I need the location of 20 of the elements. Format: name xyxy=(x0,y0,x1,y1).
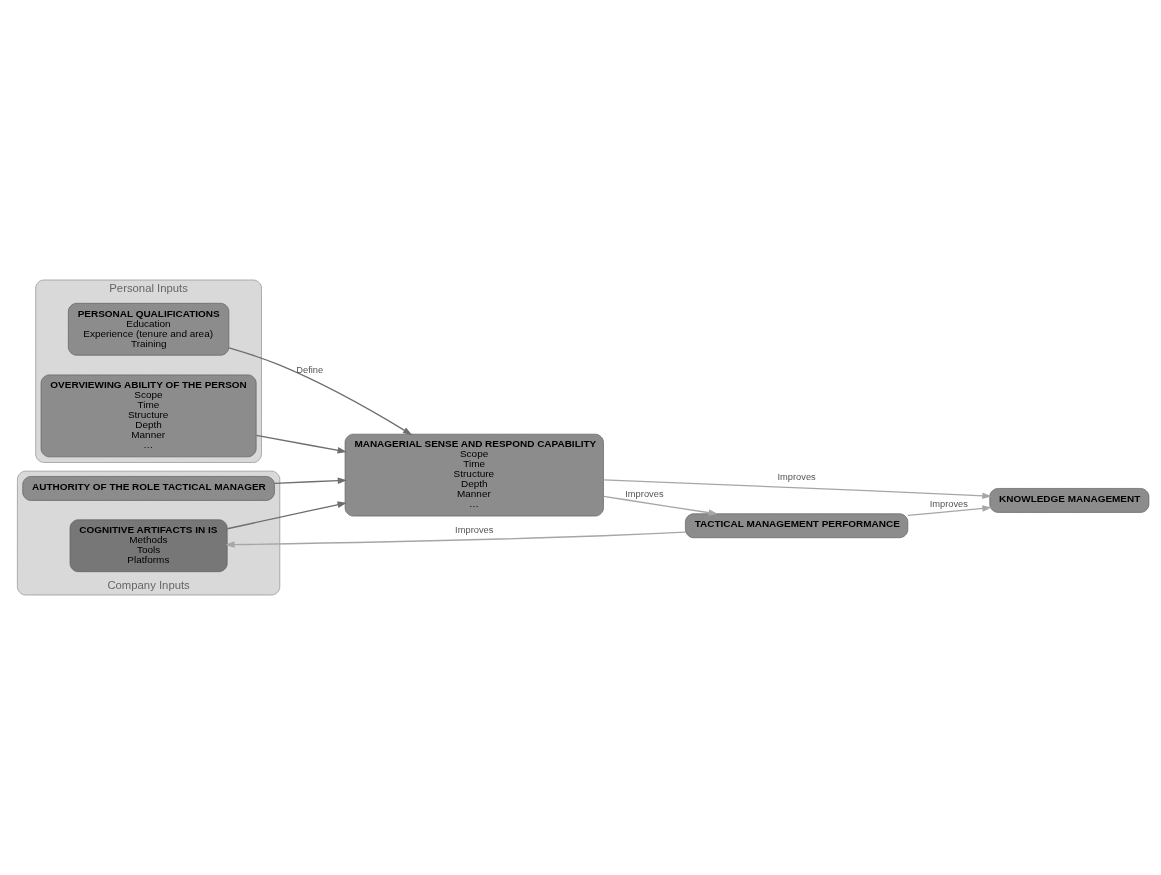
edge-label: Define xyxy=(296,364,324,375)
edge-label: Improves xyxy=(777,471,816,482)
arrow xyxy=(225,531,686,548)
node-box: COGNITIVE ARTIFACTS IN IS Methods Tools Platforms xyxy=(69,519,228,573)
node-box: OVERVIEWING ABILITY OF THE PERSON Scope Time Structure Depth Manner … xyxy=(40,374,257,458)
node-box: AUTHORITY OF THE ROLE TACTICAL MANAGER xyxy=(22,476,275,501)
edge-label: Improves xyxy=(929,499,968,510)
edge-label: Improves xyxy=(625,489,664,500)
arrow xyxy=(226,501,347,530)
node-box: MANAGERIAL SENSE AND RESPOND CAPABILITY Scope Time Structure Depth Manner … xyxy=(344,433,604,517)
arrow xyxy=(907,505,992,517)
arrow xyxy=(274,477,348,484)
node-box: PERSONAL QUALIFICATIONS Education Experience (tenure and area) Training xyxy=(68,302,230,356)
node-box: KNOWLEDGE MANAGEMENT xyxy=(989,488,1150,513)
edge-label: Improves xyxy=(455,525,494,536)
arrow xyxy=(602,479,992,500)
arrow xyxy=(255,434,347,454)
node-box: TACTICAL MANAGEMENT PERFORMANCE xyxy=(685,513,909,539)
arrow xyxy=(602,495,718,516)
arrow xyxy=(228,347,413,436)
